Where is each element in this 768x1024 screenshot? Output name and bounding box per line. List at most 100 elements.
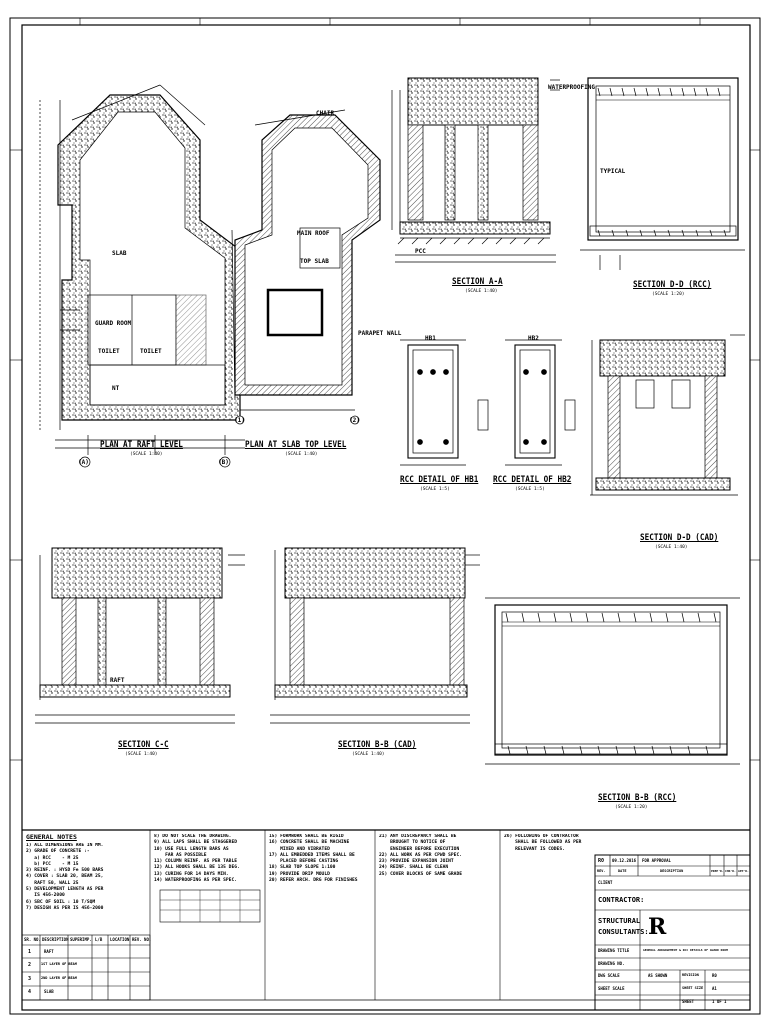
grid-bubble-a: (A)	[78, 459, 89, 466]
label-pcc: PCC	[415, 248, 426, 255]
label-hb2: HB2	[528, 335, 539, 342]
table-row-2-no: 2	[28, 962, 32, 968]
revision-label: REVISION	[682, 973, 699, 977]
label-guard-room: GUARD ROOM	[95, 320, 132, 327]
grid-bubble-2: (2)	[349, 417, 360, 424]
rcc-hb2-drawing	[505, 339, 576, 466]
rev-row-desc: FOR APPROVAL	[642, 858, 671, 863]
drawing-title-value: GENERAL ARRANGEMENT & RCC DETAILS OF GUA…	[643, 948, 728, 952]
label-waterproof: WATERPROOFING	[548, 84, 595, 91]
plan-raft-drawing	[39, 84, 245, 468]
title-rcc-hb1: RCC DETAIL OF HB1	[400, 475, 479, 485]
client-label: CLIENT	[598, 880, 613, 885]
scale-section-aa: (SCALE 1:40)	[465, 289, 498, 294]
table-row-4-no: 4	[28, 989, 32, 995]
label-nt: NT	[112, 385, 120, 392]
notes-col-4: 21) ANY DISCREPANCY SHALL BE BROUGHT TO …	[379, 834, 462, 877]
hdr-appd: APP'D.	[738, 869, 749, 873]
title-section-dd-rcc: SECTION D-D (RCC)	[633, 280, 712, 290]
title-block-frame	[594, 854, 751, 1011]
label-raft: RAFT	[110, 677, 125, 684]
sheet-size-label: SHEET SIZE	[682, 986, 704, 990]
section-dd-rcc-drawing	[580, 77, 745, 270]
sheet-scale-label: SHEET SCALE	[598, 986, 625, 991]
sheet-size-value: A1	[712, 986, 717, 991]
drawing-no-label: DRAWING NO.	[598, 961, 625, 966]
sheet-border	[9, 17, 761, 1015]
title-section-dd-cad: SECTION D-D (CAD)	[640, 533, 719, 543]
scale-section-bb-cad: (SCALE 1:40)	[352, 752, 385, 757]
scale-rcc-hb2: (SCALE 1:5)	[515, 487, 545, 492]
notes-col-5: 26) FOLLOWING OF CONTRACTOR SHALL BE FOL…	[504, 834, 582, 852]
notes-col-2: 8) DO NOT SCALE THE DRAWING. 9) ALL LAPS…	[154, 834, 240, 884]
table-row-3-no: 3	[28, 976, 32, 982]
revision-value: R0	[712, 973, 717, 978]
scale-section-cc: (SCALE 1:40)	[125, 752, 158, 757]
notes-heading: GENERAL NOTES	[26, 833, 77, 841]
section-bb-cad-drawing	[270, 547, 480, 724]
dwg-scale-value: AS SHOWN	[648, 973, 668, 978]
contractor-label: CONTRACTOR:	[598, 896, 645, 904]
label-typical: TYPICAL	[600, 168, 626, 175]
dwg-scale-label: DWG SCALE	[598, 973, 620, 978]
rev-row-date: 09.12.2016	[612, 858, 637, 863]
section-aa-drawing	[391, 77, 560, 263]
hdr-prepd: PREP'D.	[711, 869, 724, 873]
label-slab: SLAB	[112, 250, 127, 257]
scale-plan-slab: (SCALE 1:40)	[285, 452, 318, 457]
label-toilet-1: TOILET	[98, 348, 120, 355]
table-head-2: SUPERIMP.	[70, 937, 92, 942]
title-section-aa: SECTION A-A	[452, 277, 503, 287]
title-section-bb-cad: SECTION B-B (CAD)	[338, 740, 417, 750]
section-bb-rcc-drawing	[485, 597, 740, 765]
title-section-bb-rcc: SECTION B-B (RCC)	[598, 793, 677, 803]
consultants-label: CONSULTANTS:	[598, 928, 649, 936]
sheet-label: SHEET	[682, 999, 695, 1004]
notes-col-3: 15) FORMWORK SHALL BE RIGID 16) CONCRETE…	[269, 834, 358, 884]
table-row-1-desc: RAFT	[44, 949, 54, 954]
border-ticks	[10, 18, 760, 761]
label-top-slab: TOP SLAB	[300, 258, 329, 265]
table-head-0: SR. NO.	[24, 937, 41, 942]
hdr-date: DATE	[618, 869, 627, 873]
hdr-rev: REV.	[597, 869, 606, 873]
scale-section-dd-cad: (SCALE 1:40)	[655, 545, 688, 550]
hdr-description: DESCRIPTION	[660, 869, 684, 873]
table-head-4: LOCATION	[110, 937, 130, 942]
section-dd-cad-drawing	[590, 334, 745, 496]
table-row-4-desc: SLAB	[44, 989, 54, 994]
rev-row-rev: R0	[598, 858, 605, 864]
scale-section-bb-rcc: (SCALE 1:20)	[615, 805, 648, 810]
notes-col-1: 1) ALL DIMENSIONS ARE IN MM. 2) GRADE OF…	[26, 843, 104, 911]
plan-slab-drawing	[231, 109, 381, 425]
sheet-value: 1 OF 1	[712, 999, 727, 1004]
table-head-5: REV. NO.	[132, 937, 152, 942]
title-plan-raft: PLAN AT RAFT LEVEL	[100, 440, 183, 450]
drawing-title-label: DRAWING TITLE	[598, 948, 630, 953]
scale-rcc-hb1: (SCALE 1:5)	[420, 487, 450, 492]
scale-plan-raft: (SCALE 1:40)	[130, 452, 163, 457]
title-rcc-hb2: RCC DETAIL OF HB2	[493, 475, 572, 485]
label-parapet: PARAPET WALL	[358, 330, 402, 337]
label-hb1: HB1	[425, 335, 436, 342]
table-row-3-desc: 2ND LAYER OF BEAM	[41, 976, 77, 980]
section-cc-drawing	[35, 547, 245, 724]
table-head-3: L/B	[95, 937, 103, 942]
hdr-chkd: CHK'D.	[725, 869, 736, 873]
bottom-table-frame	[21, 934, 151, 1001]
title-section-cc: SECTION C-C	[118, 740, 169, 750]
title-plan-slab: PLAN AT SLAB TOP LEVEL	[245, 440, 347, 450]
table-row-2-desc: 1ST LAYER OF BEAM	[41, 962, 77, 966]
structural-label: STRUCTURAL	[598, 917, 641, 925]
grid-bubble-b: (B)	[218, 459, 229, 466]
grid-bubble-1: (1)	[234, 417, 245, 424]
scale-section-dd-rcc: (SCALE 1:20)	[652, 292, 685, 297]
table-row-1-no: 1	[28, 949, 32, 955]
consultant-logo: R	[648, 914, 667, 940]
table-head-1: DESCRIPTION	[42, 937, 69, 942]
label-main-roof: MAIN ROOF	[297, 230, 330, 237]
rcc-hb1-drawing	[400, 339, 489, 466]
label-chair: CHAIR	[316, 110, 335, 117]
label-toilet-2: TOILET	[140, 348, 162, 355]
